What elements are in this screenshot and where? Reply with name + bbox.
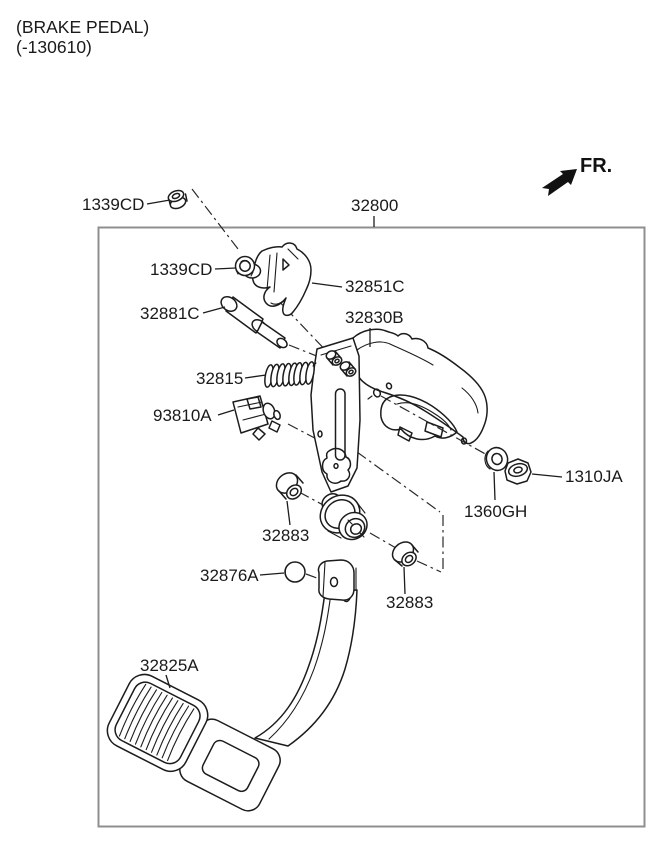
- fr-label: FR.: [580, 155, 612, 177]
- part-label-32830b: 32830B: [345, 308, 404, 327]
- part-1310ja-nut-drawing: [504, 458, 532, 485]
- part-32851c-stopper-bracket-drawing: [251, 242, 312, 317]
- part-label-32800-assembly: 32800: [351, 196, 398, 215]
- part-32830b-pedal-member-drawing: [310, 328, 488, 493]
- part-label-32883-lower: 32883: [386, 593, 433, 612]
- part-1360gh-washer-drawing: [484, 446, 509, 472]
- part-32815-spring-drawing: [264, 361, 317, 388]
- pedal-arm-clevis-drawing: [317, 559, 355, 601]
- part-1339cd-lower-nut-drawing: [234, 255, 262, 279]
- part-93810a-stop-lamp-switch-drawing: [232, 395, 281, 441]
- part-label-32881c: 32881C: [140, 304, 200, 323]
- part-32876a-cap-drawing: [284, 561, 306, 583]
- bracket-studs: [325, 350, 357, 377]
- part-32825a-pedal-pad-drawing: [106, 673, 209, 773]
- pedal-plate-drawing: [179, 718, 281, 812]
- axis-dashdot-lines: [191, 188, 508, 579]
- part-label-93810a: 93810A: [153, 406, 212, 425]
- part-label-1339cd-lower: 1339CD: [150, 260, 212, 279]
- part-label-32815: 32815: [196, 369, 243, 388]
- part-label-32851c: 32851C: [345, 277, 405, 296]
- leader-lines: [146, 199, 563, 689]
- part-label-32825a: 32825A: [140, 656, 199, 675]
- part-label-32876a: 32876A: [200, 566, 259, 585]
- part-label-1339cd-upper: 1339CD: [82, 195, 144, 214]
- part-label-1310ja: 1310JA: [565, 467, 623, 486]
- page-code: (-130610): [16, 37, 92, 57]
- diagram-border: [97, 226, 646, 828]
- part-label-32883-upper: 32883: [262, 526, 309, 545]
- part-label-1360gh: 1360GH: [464, 502, 527, 521]
- part-32883-lower-bushing-drawing: [391, 541, 419, 567]
- page-title: (BRAKE PEDAL): [16, 17, 149, 37]
- pedal-pad-ribs: [118, 683, 195, 762]
- part-32883-upper-bushing-drawing: [275, 472, 304, 500]
- fr-direction-arrow-icon: [542, 169, 577, 196]
- pedal-pivot-boss-drawing: [319, 493, 368, 541]
